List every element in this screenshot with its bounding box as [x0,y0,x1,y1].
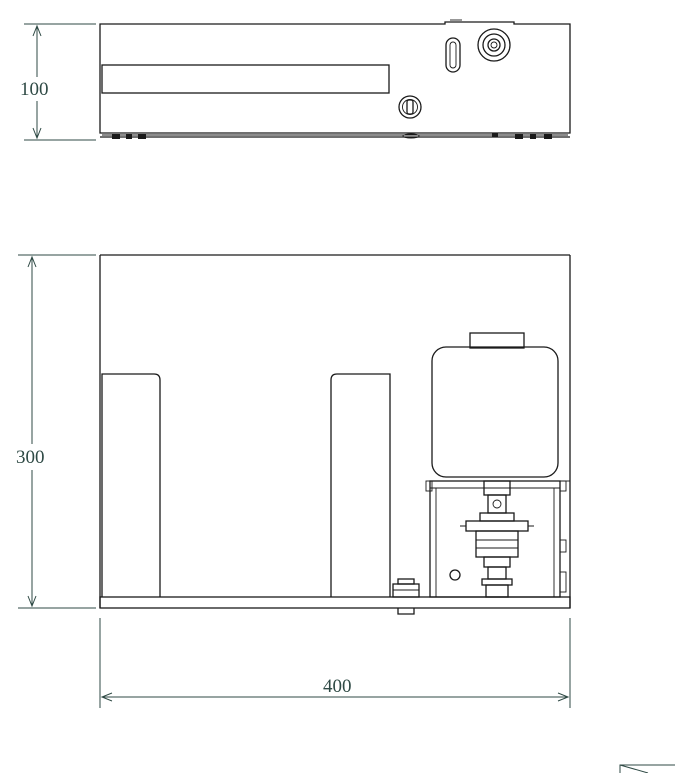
dim-top-height: 100 [18,23,96,141]
oblong-switch [445,37,461,73]
round-connector [477,28,511,62]
dim-label-300: 300 [16,447,45,468]
slot-opening [101,64,390,94]
left-divider [101,373,161,597]
lock-knob [398,95,422,119]
base-plate [99,596,571,609]
top-view [99,19,571,139]
pump-assembly [425,332,570,598]
dim-label-100: 100 [20,79,49,100]
front-view [99,254,571,615]
corner-mark [619,764,675,773]
dim-front-height: 300 [14,254,96,609]
feet-right [515,134,552,139]
base-connector [392,578,420,615]
dim-front-width: 400 [99,618,571,708]
middle-divider [330,373,391,597]
dim-label-400: 400 [323,676,352,697]
top-view-outline [99,21,571,134]
feet-left [112,134,146,139]
reservoir [431,346,559,478]
